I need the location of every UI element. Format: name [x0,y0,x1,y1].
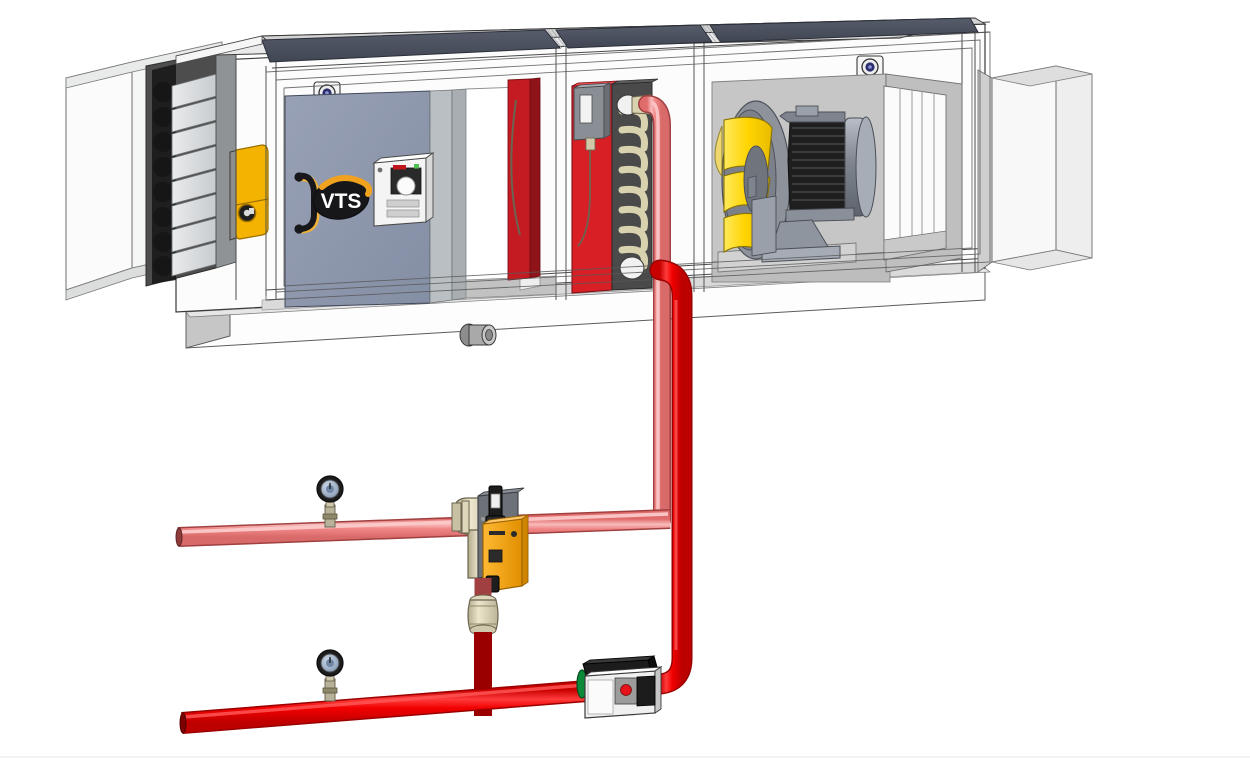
access-door-panel[interactable]: VTS [284,88,467,308]
condensate-drain-spigot [459,323,497,347]
hydraulic-connection-set[interactable] [175,95,693,734]
vts-logo-text: VTS [321,190,362,213]
strainer-fitting [467,594,499,636]
fan-section[interactable] [711,73,963,283]
supply-pipe-run [638,95,671,529]
intake-damper-section[interactable] [145,47,237,287]
return-header-pipe [179,679,601,734]
coil-return-connection [619,256,645,280]
circulation-pump[interactable] [576,655,663,719]
damper-louvre-blades [171,71,225,277]
fan-motor [747,105,877,263]
vts-logo: VTS [312,175,373,220]
coil-return-riser [649,259,693,695]
outlet-transition-duct [977,65,1093,273]
unit-control-panel[interactable] [372,152,435,227]
pressure-gauge-supply[interactable] [316,475,344,528]
coil-temperature-sensor [573,82,611,247]
supply-header-pipe [175,509,671,547]
pump-status-indicator [620,684,632,696]
panel-led-green [414,164,419,169]
air-handling-unit[interactable]: VTS [65,17,1093,349]
pressure-gauge-return[interactable] [316,649,344,702]
casing-glass-overlay [265,31,991,301]
damper-actuator[interactable] [229,144,269,241]
unit-roof [175,17,987,65]
heating-coil-section[interactable] [507,77,659,294]
roof-latch-right[interactable] [856,55,884,79]
damper-blade-seals [153,82,173,276]
control-valve-assembly[interactable] [451,485,529,636]
panel-led-red [393,165,406,170]
